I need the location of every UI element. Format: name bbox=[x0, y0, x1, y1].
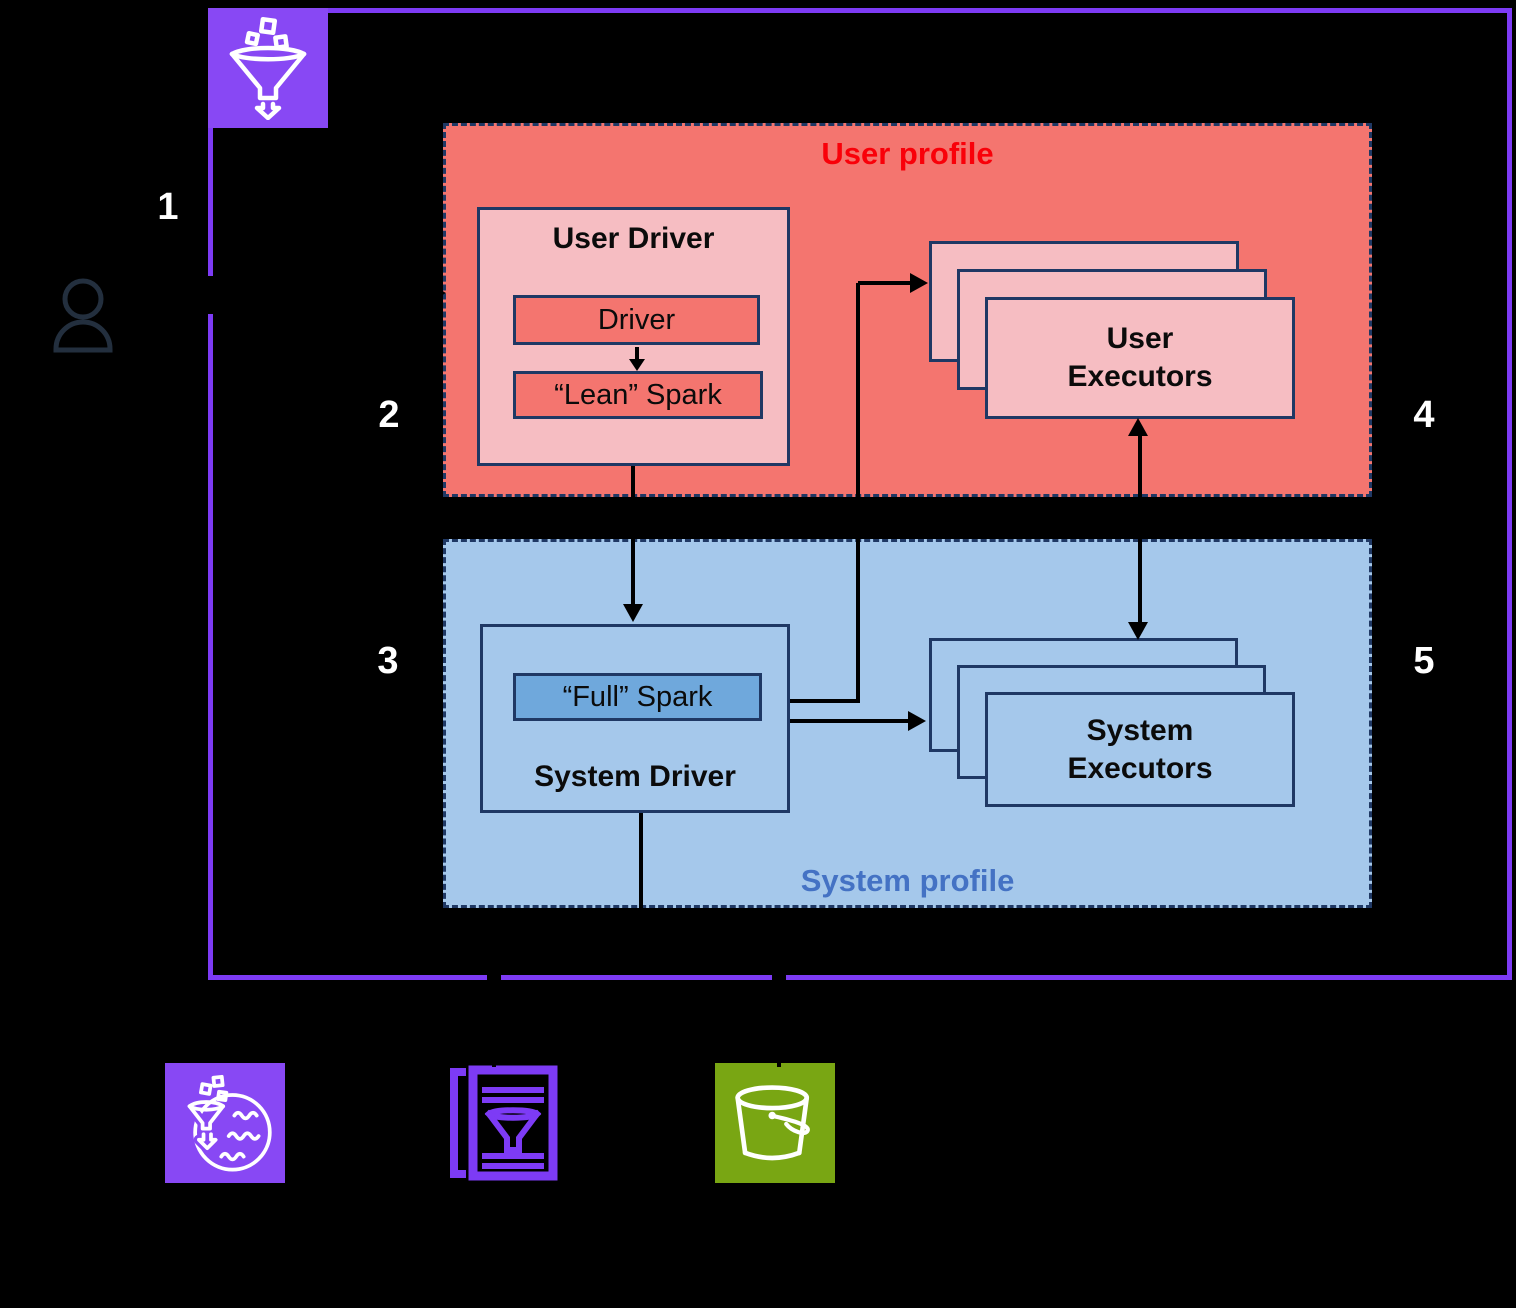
user-person-icon bbox=[52, 272, 124, 356]
driver-box: Driver bbox=[513, 295, 760, 345]
full-spark-box: “Full” Spark bbox=[513, 673, 762, 721]
user-driver-title: User Driver bbox=[552, 222, 715, 255]
outer-frame bbox=[208, 8, 1512, 980]
data-ingest-funnel-icon bbox=[208, 8, 328, 128]
systemdriver-down-line bbox=[639, 813, 643, 943]
step-number-5: 5 bbox=[1413, 640, 1435, 682]
systemdriver-to-systemexec-line bbox=[790, 719, 908, 723]
system-executors-front: System Executors bbox=[985, 692, 1295, 807]
system-executors-label: System Executors bbox=[1067, 713, 1213, 785]
driver-to-lean-arrowhead bbox=[629, 359, 645, 371]
driver-label: Driver bbox=[597, 303, 676, 336]
executors-arrowhead-down bbox=[1128, 622, 1148, 640]
systemdriver-to-systemexec-arrowhead bbox=[908, 711, 926, 731]
userdriver-to-systemdriver-line bbox=[631, 466, 635, 606]
executors-arrowhead-up bbox=[1128, 418, 1148, 436]
executors-bidirectional-line bbox=[1138, 434, 1142, 624]
user-executors-label: User Executors bbox=[1067, 322, 1213, 393]
userdriver-to-systemdriver-arrowhead bbox=[623, 604, 643, 622]
step-number-1: 1 bbox=[157, 186, 179, 228]
lake-formation-icon bbox=[165, 1063, 285, 1183]
down-branch-horizontal bbox=[492, 941, 781, 945]
user-executors-front: User Executors bbox=[985, 297, 1295, 419]
lean-spark-box: “Lean” Spark bbox=[513, 371, 763, 419]
lean-spark-label: “Lean” Spark bbox=[554, 378, 722, 411]
down-branch-left bbox=[492, 941, 496, 1067]
systemdriver-to-userexec-arrowhead bbox=[910, 273, 928, 293]
system-driver-title: System Driver bbox=[534, 760, 736, 793]
down-branch-right bbox=[777, 941, 781, 1067]
step-number-3: 3 bbox=[377, 640, 399, 682]
systemdriver-to-userexec-vertical bbox=[856, 283, 860, 703]
driver-to-lean-line bbox=[635, 347, 639, 361]
s3-bucket-icon bbox=[715, 1063, 835, 1183]
systemdriver-to-userexec-elbow-bottom bbox=[790, 699, 856, 703]
frame-bottom-border-gap-left bbox=[487, 971, 501, 986]
frame-left-border-gap bbox=[203, 276, 218, 314]
user-profile-title: User profile bbox=[821, 136, 994, 171]
frame-bottom-border-gap-right bbox=[772, 971, 786, 986]
person-arrow-line bbox=[128, 291, 428, 295]
systemdriver-to-userexec-elbow-top bbox=[858, 281, 910, 285]
system-profile-title: System profile bbox=[800, 863, 1015, 898]
step-number-2: 2 bbox=[378, 394, 400, 436]
glue-data-catalog-icon bbox=[447, 1062, 561, 1184]
full-spark-label: “Full” Spark bbox=[562, 680, 713, 713]
person-arrowhead bbox=[428, 283, 446, 303]
step-number-4: 4 bbox=[1413, 394, 1435, 436]
